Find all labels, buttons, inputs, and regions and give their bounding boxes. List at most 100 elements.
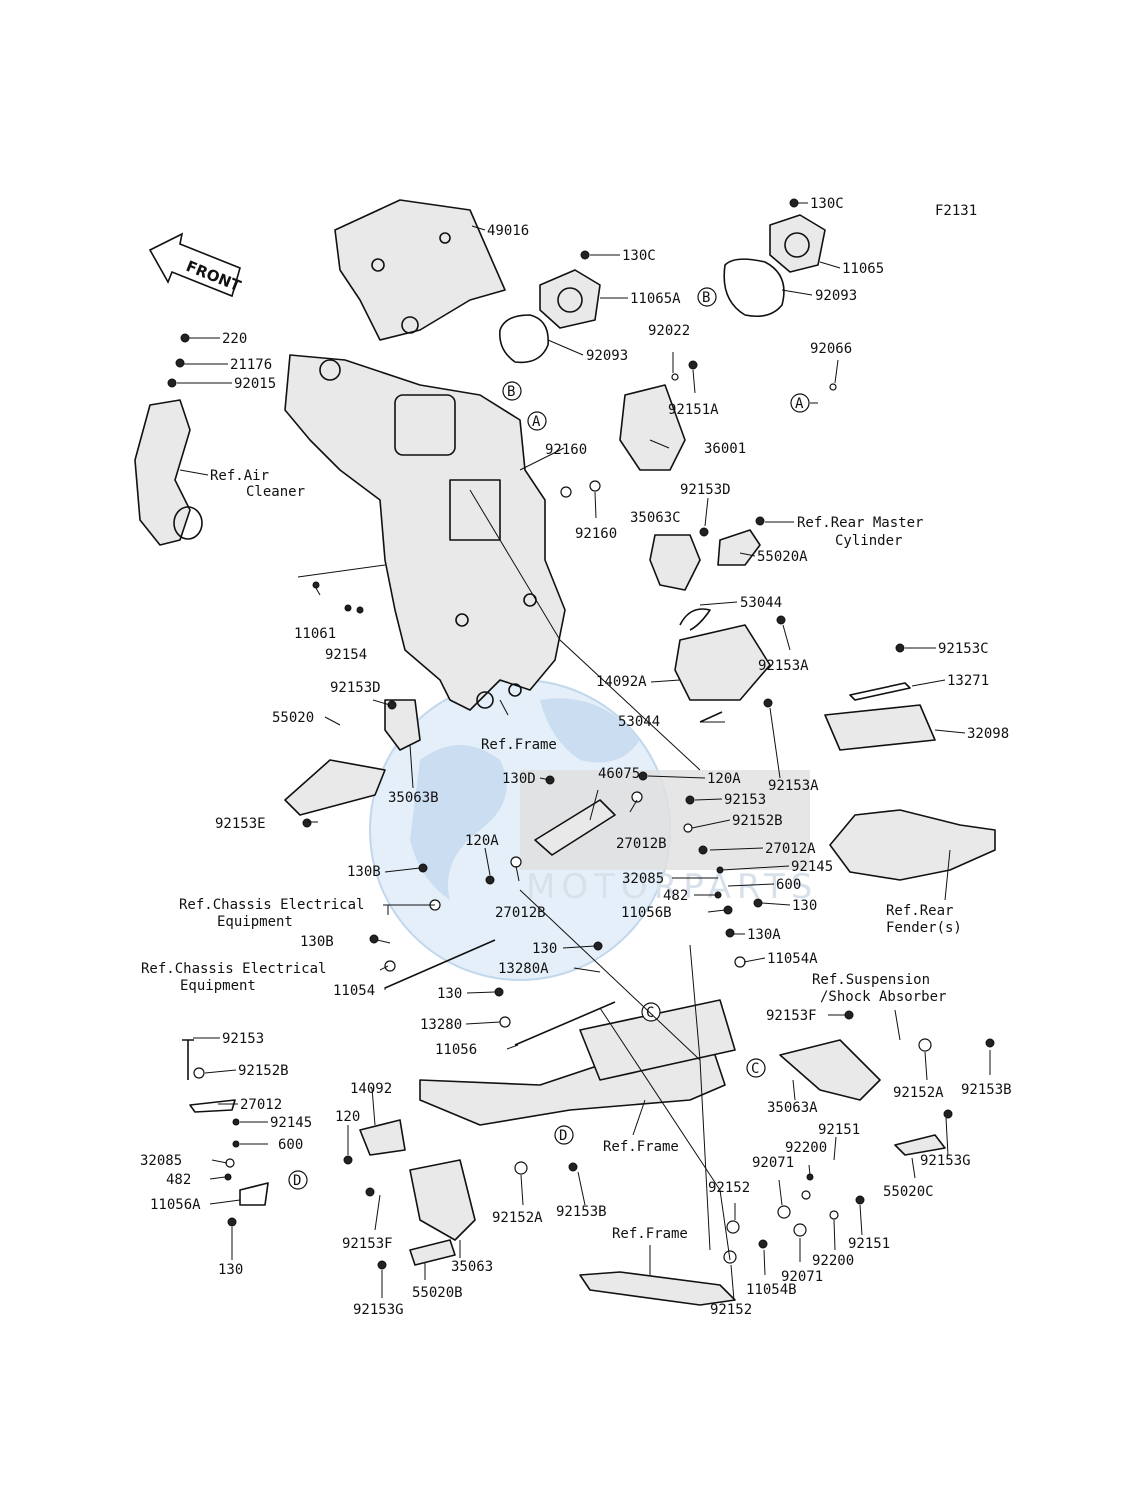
- air-cleaner-ref: [134, 399, 191, 546]
- tray-32098: [824, 704, 936, 751]
- label-11065: 11065: [842, 261, 884, 277]
- label-120: 120: [335, 1109, 360, 1125]
- rear-fender-ref: [829, 809, 996, 881]
- label-ref-rear-2: Fender(s): [886, 920, 962, 936]
- label-13280: 13280: [420, 1017, 462, 1033]
- label-130a: 130A: [747, 927, 781, 943]
- svg-text:B: B: [702, 290, 710, 306]
- bolt-92153-left: [182, 1039, 194, 1080]
- footpeg-55020a: [717, 529, 761, 566]
- label-130b-a: 130B: [347, 864, 381, 880]
- label-600-b: 600: [278, 1137, 303, 1153]
- label-92145-a: 92145: [791, 859, 833, 875]
- label-130-d: 130: [218, 1262, 243, 1278]
- label-35063b: 35063B: [388, 790, 439, 806]
- fuel-cap-11065a: [539, 269, 601, 329]
- label-ref-frame-c: Ref.Frame: [612, 1226, 688, 1242]
- label-53044-b: 53044: [618, 714, 660, 730]
- label-92152b-a: 92152B: [732, 813, 783, 829]
- label-53044-a: 53044: [740, 595, 782, 611]
- frame-ref-bottom: [579, 1271, 736, 1306]
- stay-11056: [514, 1001, 616, 1046]
- svg-text:A: A: [795, 396, 804, 412]
- watermark: MOTORPARTS: [369, 679, 812, 981]
- label-220: 220: [222, 331, 247, 347]
- label-ref-rmc-2: Cylinder: [835, 533, 902, 549]
- ref-marker-c-2: C: [746, 1058, 766, 1078]
- label-11054: 11054: [333, 983, 375, 999]
- ref-marker-a-2: A: [790, 393, 810, 413]
- label-ref-rear-1: Ref.Rear: [886, 903, 953, 919]
- label-11056: 11056: [435, 1042, 477, 1058]
- ref-marker-c-1: C: [641, 1002, 661, 1022]
- label-92093-a: 92093: [586, 348, 628, 364]
- label-ref-ce1-b: Equipment: [217, 914, 293, 930]
- label-482-b: 482: [166, 1172, 191, 1188]
- label-92200-b: 92200: [812, 1253, 854, 1269]
- label-ref-frame-b: Ref.Frame: [603, 1139, 679, 1155]
- label-35063a: 35063A: [767, 1100, 818, 1116]
- svg-text:A: A: [532, 414, 541, 430]
- label-13280a: 13280A: [498, 961, 549, 977]
- label-ref-ce2-b: Equipment: [180, 978, 256, 994]
- label-92153f-b: 92153F: [342, 1236, 393, 1252]
- label-92153a-b: 92153A: [768, 778, 819, 794]
- label-92022: 92022: [648, 323, 690, 339]
- label-92153d-a: 92153D: [680, 482, 731, 498]
- guard-14092: [359, 1119, 406, 1156]
- svg-text:B: B: [507, 384, 515, 400]
- strap-13271: [849, 682, 911, 701]
- ref-marker-b-2: B: [697, 287, 717, 307]
- ref-marker-d-1: D: [554, 1125, 574, 1145]
- label-92153-a: 92153: [724, 792, 766, 808]
- label-14092a: 14092A: [596, 674, 647, 690]
- label-130-c: 130: [437, 986, 462, 1002]
- footpeg-55020c: [894, 1134, 946, 1156]
- label-ref-ce1-a: Ref.Chassis Electrical: [179, 897, 364, 913]
- svg-text:D: D: [559, 1128, 567, 1144]
- label-11065a: 11065A: [630, 291, 681, 307]
- label-92153b-a: 92153B: [961, 1082, 1012, 1098]
- label-11054b: 11054B: [746, 1282, 797, 1298]
- label-11056b: 11056B: [621, 905, 672, 921]
- clip-53044-b: [699, 711, 723, 723]
- label-92151-a: 92151: [818, 1122, 860, 1138]
- label-49016: 49016: [487, 223, 529, 239]
- label-27012a: 27012A: [765, 841, 816, 857]
- label-92153-b: 92153: [222, 1031, 264, 1047]
- label-130-a: 130: [792, 898, 817, 914]
- label-92152b-b: 92152B: [238, 1063, 289, 1079]
- label-ref-rmc-1: Ref.Rear Master: [797, 515, 923, 531]
- label-ref-sa-2: /Shock Absorber: [820, 989, 946, 1005]
- label-92152a-b: 92152A: [492, 1210, 543, 1226]
- front-arrow-icon: FRONT: [148, 232, 244, 298]
- label-55020b: 55020B: [412, 1285, 463, 1301]
- label-130c-b: 130C: [810, 196, 844, 212]
- fasteners: [167, 198, 995, 1270]
- bracket-27012: [189, 1099, 236, 1113]
- label-21176: 21176: [230, 357, 272, 373]
- label-482-a: 482: [663, 888, 688, 904]
- label-36001: 36001: [704, 441, 746, 457]
- diagram-id: F2131: [935, 203, 977, 219]
- label-92153d-b: 92153D: [330, 680, 381, 696]
- label-46075: 46075: [598, 766, 640, 782]
- main-frame: [284, 354, 566, 711]
- bracket-35063a: [779, 1039, 881, 1101]
- guard-46075: [534, 799, 616, 856]
- footpeg-55020: [284, 759, 386, 816]
- gasket-92093-b: [723, 258, 785, 318]
- label-92151-b: 92151: [848, 1236, 890, 1252]
- label-ref-air-1: Ref.Air: [210, 468, 269, 484]
- label-11054a: 11054A: [767, 951, 818, 967]
- label-ref-frame-a: Ref.Frame: [481, 737, 557, 753]
- label-92153a-a: 92153A: [758, 658, 809, 674]
- label-92152a-a: 92152A: [893, 1085, 944, 1101]
- footpeg-55020b: [409, 1239, 456, 1266]
- clip-53044-a: [679, 608, 711, 631]
- label-92153g-a: 92153G: [920, 1153, 971, 1169]
- label-32085-b: 32085: [140, 1153, 182, 1169]
- label-55020: 55020: [272, 710, 314, 726]
- label-92153c: 92153C: [938, 641, 989, 657]
- label-130b-b: 130B: [300, 934, 334, 950]
